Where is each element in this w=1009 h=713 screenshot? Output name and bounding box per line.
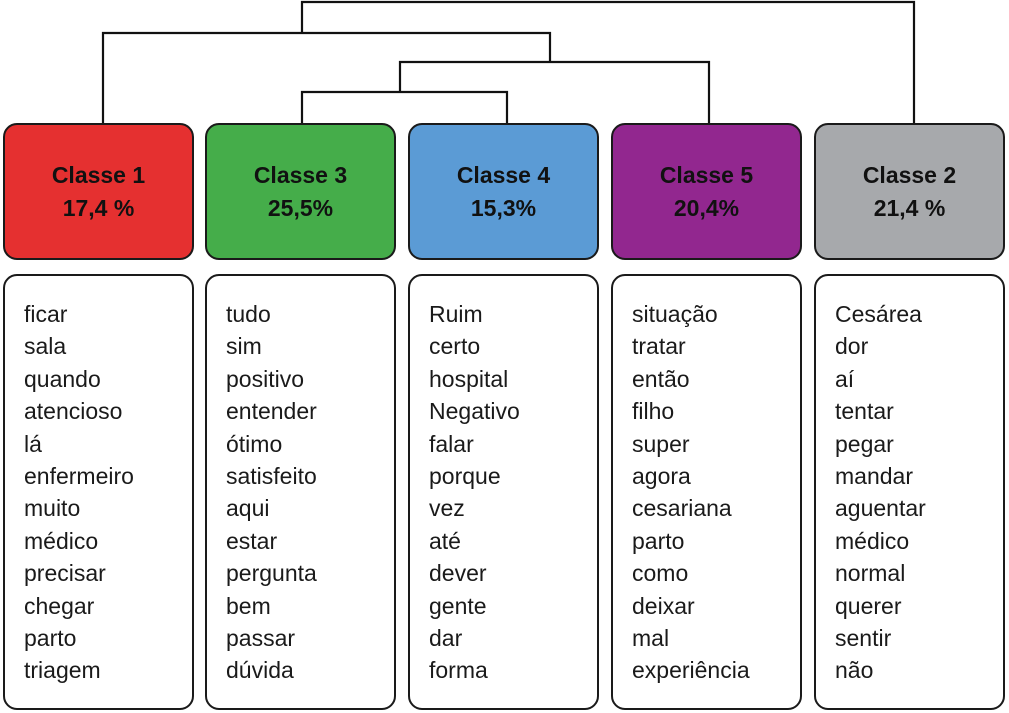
word-item: médico (24, 527, 99, 554)
word-item: vez (429, 495, 465, 522)
word-item: Negativo (429, 398, 520, 425)
word-item: Cesárea (835, 301, 922, 327)
word-item: atencioso (24, 398, 123, 425)
word-item: quando (24, 365, 101, 392)
word-item: enfermeiro (24, 463, 134, 490)
word-item: triagem (24, 657, 101, 684)
word-item: sentir (835, 625, 892, 652)
word-item: normal (835, 560, 906, 587)
class-2-header: Classe 2 21,4 % (814, 123, 1005, 260)
class-3-word-list: tudo sim positivo entender ótimo satisfeito aq… (205, 274, 396, 710)
word-item: parto (632, 527, 685, 554)
class-2-word-list: Cesárea dor aí tentar pegar mandar aguentar méd… (814, 274, 1005, 710)
word-item: ficar (24, 301, 68, 327)
word-item: dúvida (226, 657, 294, 684)
word-item: cesariana (632, 495, 732, 522)
word-item: porque (429, 463, 501, 490)
word-item: precisar (24, 560, 106, 587)
class-5-percent: 20,4% (673, 194, 740, 221)
class-1-word-list: ficar sala quando atencioso lá enfermeiro muit… (3, 274, 194, 710)
word-item: muito (24, 495, 81, 522)
word-item: parto (24, 625, 77, 652)
word-item: como (632, 560, 689, 587)
word-item: mal (632, 625, 670, 652)
word-item: lá (24, 430, 42, 457)
class-2-percent: 21,4 % (873, 194, 946, 221)
word-item: hospital (429, 365, 509, 392)
branch-class3-class4 (300, 90, 509, 123)
word-item: médico (835, 527, 910, 554)
word-item: bem (226, 592, 271, 619)
class-3-percent: 25,5% (267, 194, 334, 221)
class-1-title: Classe 1 (51, 161, 146, 188)
word-item: certo (429, 333, 481, 360)
word-item: pergunta (226, 560, 317, 587)
branch-class1-join (101, 31, 552, 123)
word-item: chegar (24, 592, 95, 619)
word-item: aí (835, 365, 855, 392)
word-item: não (835, 657, 874, 684)
branch-class5-join (398, 60, 711, 123)
word-item: deixar (632, 592, 695, 619)
word-item: Ruim (429, 301, 483, 327)
dendrogram (101, 0, 916, 123)
word-item: aqui (226, 495, 270, 522)
word-item: pegar (835, 430, 894, 457)
class-5-title: Classe 5 (659, 161, 754, 188)
word-item: dar (429, 625, 463, 652)
class-1-header: Classe 1 17,4 % (3, 123, 194, 260)
word-item: experiência (632, 657, 750, 684)
word-item: sim (226, 333, 262, 360)
word-item: sala (24, 333, 67, 360)
word-item: positivo (226, 365, 304, 392)
class-4-percent: 15,3% (470, 194, 537, 221)
word-item: super (632, 430, 690, 457)
word-item: agora (632, 463, 691, 490)
word-item: tentar (835, 398, 894, 425)
word-item: forma (429, 657, 488, 684)
word-item: aguentar (835, 495, 926, 522)
word-item: dor (835, 333, 869, 360)
word-item: filho (632, 398, 675, 425)
word-item: entender (226, 398, 317, 425)
word-item: até (429, 527, 461, 554)
class-1-percent: 17,4 % (62, 194, 135, 221)
class-5-word-list: situação tratar então filho super agora cesari… (611, 274, 802, 710)
word-item: situação (632, 301, 718, 327)
class-3-title: Classe 3 (253, 161, 348, 188)
class-4-header: Classe 4 15,3% (408, 123, 599, 260)
class-5-header: Classe 5 20,4% (611, 123, 802, 260)
word-item: tratar (632, 333, 686, 360)
word-item: tudo (226, 301, 271, 327)
word-item: satisfeito (226, 463, 317, 490)
word-item: querer (835, 592, 902, 619)
word-item: dever (429, 560, 487, 587)
word-item: ótimo (226, 430, 283, 457)
word-item: falar (429, 430, 474, 457)
class-4-title: Classe 4 (456, 161, 551, 188)
class-2-title: Classe 2 (862, 161, 957, 188)
word-item: então (632, 365, 690, 392)
word-item: mandar (835, 463, 913, 490)
word-item: estar (226, 527, 278, 554)
word-item: passar (226, 625, 296, 652)
branch-root (300, 0, 916, 123)
word-item: gente (429, 592, 487, 619)
class-3-header: Classe 3 25,5% (205, 123, 396, 260)
